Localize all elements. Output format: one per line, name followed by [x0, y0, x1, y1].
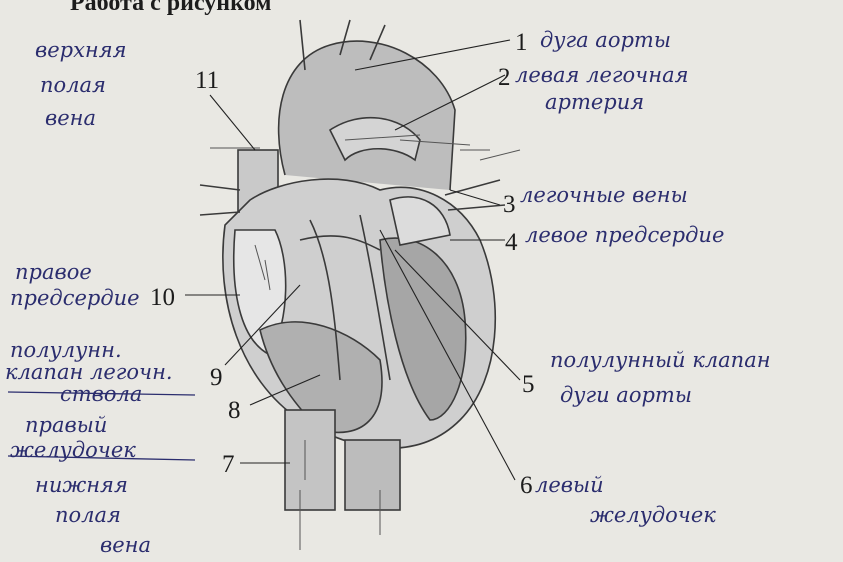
- label-number-9: 9: [210, 365, 223, 390]
- label-10-text-2: предсердие: [10, 288, 140, 309]
- label-8-text-2: желудочек: [10, 440, 136, 461]
- label-9-text-3: ствола: [60, 384, 142, 405]
- label-1-text: дуга аорты: [540, 30, 671, 51]
- label-11-text-2: полая: [40, 75, 106, 96]
- label-number-3: 3: [503, 192, 516, 217]
- label-7-text-2: полая: [55, 505, 121, 526]
- label-number-11: 11: [195, 68, 219, 93]
- label-7-text-3: вена: [100, 535, 151, 556]
- label-6-text-2: желудочек: [590, 505, 716, 526]
- label-7-text: нижняя: [35, 475, 128, 496]
- label-9-text-2: клапан легочн.: [5, 362, 173, 383]
- label-5-text: полулунный клапан: [550, 350, 771, 371]
- label-3-text: легочные вены: [520, 185, 688, 206]
- label-number-4: 4: [505, 230, 518, 255]
- label-number-7: 7: [222, 452, 235, 477]
- label-4-text: левое предсердие: [525, 225, 724, 246]
- label-10-text: правое: [15, 262, 92, 283]
- label-9-text: полулунн.: [10, 340, 122, 361]
- inferior-vena-cava: [285, 410, 335, 510]
- label-6-text: левый: [535, 475, 604, 496]
- label-number-6: 6: [520, 473, 533, 498]
- label-2-text: левая легочная: [515, 65, 689, 86]
- label-2-text-2: артерия: [545, 92, 644, 113]
- label-8-text: правый: [25, 415, 107, 436]
- label-number-5: 5: [522, 372, 535, 397]
- label-number-1: 1: [515, 30, 528, 55]
- label-number-10: 10: [150, 285, 175, 310]
- label-number-8: 8: [228, 398, 241, 423]
- label-5-text-2: дуги аорты: [560, 385, 692, 406]
- label-11-text: верхняя: [35, 40, 127, 61]
- label-number-2: 2: [498, 65, 511, 90]
- label-11-text-3: вена: [45, 108, 96, 129]
